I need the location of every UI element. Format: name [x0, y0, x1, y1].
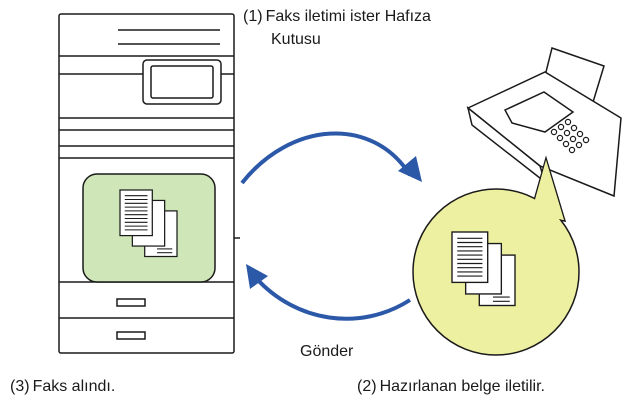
- step3-text: Faks alındı.: [32, 378, 116, 395]
- step1-text: Faks iletimi ister Hafıza: [265, 8, 431, 25]
- step2-number: (2): [357, 378, 377, 395]
- prepared-document-highlight: [412, 155, 580, 356]
- step1-number: (1): [243, 8, 263, 25]
- step2-text: Hazırlanan belge iletilir.: [379, 378, 545, 395]
- received-document-highlight: [82, 173, 216, 283]
- send-arrow-icon: [240, 131, 422, 185]
- step1-label: (1)Faks iletimi ister Hafıza: [243, 7, 431, 26]
- step3-number: (3): [10, 378, 30, 395]
- step3-label: (3)Faks alındı.: [10, 377, 115, 396]
- step1-label-line2: Kutusu: [271, 31, 321, 48]
- step2-label: (2)Hazırlanan belge iletilir.: [357, 377, 545, 396]
- fax-machine-icon: [466, 47, 622, 198]
- send-label: Gönder: [300, 343, 354, 360]
- receive-arrow-icon: [246, 264, 412, 321]
